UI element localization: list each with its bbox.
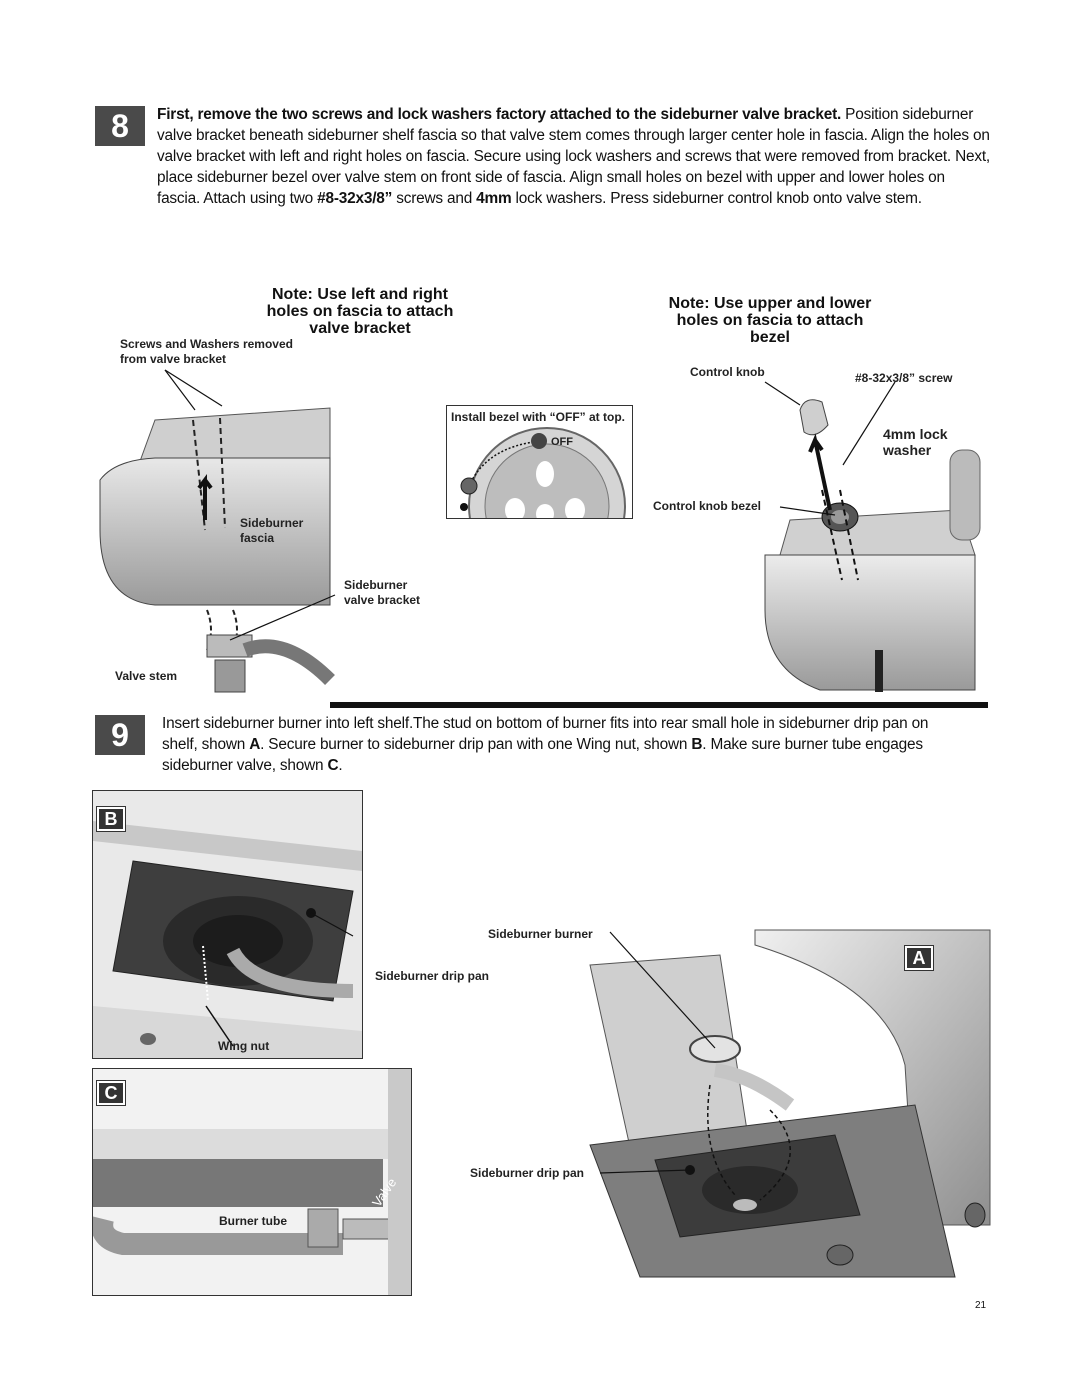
label-screws-washers: Screws and Washers removed from valve br… (120, 337, 293, 366)
step-9-text-3: . Make sure burner tube engages sideburn… (162, 736, 923, 774)
label-sideburner-drip-pan-1: Sideburner drip pan (375, 969, 490, 983)
drip-pan-closeup (93, 791, 362, 1058)
screw-spec: #8-32x3/8” (317, 190, 393, 207)
label-off: OFF (551, 436, 573, 448)
step-8-number: 8 (95, 106, 145, 146)
bezel-inset: Install bezel with “OFF” at top. OFF (446, 405, 633, 519)
label-lock-washer: 4mm lock washer (883, 426, 948, 458)
burner-tube-closeup (93, 1069, 411, 1295)
bezel-graphic (460, 427, 626, 518)
label-wing-nut: Wing nut (218, 1039, 270, 1053)
label-valve-stem: Valve stem (115, 669, 178, 683)
label-sideburner-burner: Sideburner burner (488, 927, 593, 941)
ref-b: B (691, 736, 703, 753)
badge-b: B (96, 806, 126, 832)
step-9-text-4: . (338, 757, 343, 774)
step-9-text-2: . Secure burner to sideburner drip pan w… (260, 736, 692, 753)
right-leader-lines (764, 381, 896, 516)
page-number: 21 (975, 1300, 987, 1311)
section-divider (330, 702, 988, 708)
step-9-instructions: Insert sideburner burner into left shelf… (162, 713, 952, 776)
bezel-knob-illustration (764, 399, 981, 692)
badge-c: C (96, 1080, 126, 1106)
sideburner-grill-illustration (589, 929, 991, 1278)
ref-c: C (327, 757, 339, 774)
label-control-knob: Control knob (690, 365, 765, 379)
inset-c: C Burner tube Valve (92, 1068, 412, 1296)
note-left: Note: Use left and right holes on fascia… (266, 286, 454, 337)
grill-leader-lines (599, 931, 716, 1175)
step-9-number: 9 (95, 715, 145, 755)
label-control-knob-bezel: Control knob bezel (653, 499, 761, 513)
left-leader-lines (164, 369, 336, 641)
label-sideburner-fascia: Sideburner fascia (240, 516, 304, 545)
inset-b: B Wing nut (92, 790, 363, 1059)
washer-spec: 4mm (476, 190, 512, 207)
valve-bracket-illustration (99, 407, 335, 693)
label-sideburner-valve-bracket: Sideburner valve bracket (344, 578, 421, 607)
label-screw: #8-32x3/8” screw (855, 371, 953, 385)
step-8-text-3: lock washers. Press sideburner control k… (511, 190, 923, 207)
note-right: Note: Use upper and lower holes on fasci… (668, 295, 872, 346)
step-8-bold-text: First, remove the two screws and lock wa… (157, 106, 842, 123)
step-8-text-2: screws and (392, 190, 477, 207)
label-sideburner-drip-pan-2: Sideburner drip pan (470, 1166, 585, 1180)
step-9-text-1: Insert sideburner burner into left shelf… (162, 715, 929, 753)
label-burner-tube: Burner tube (219, 1214, 288, 1228)
badge-a: A (904, 945, 934, 971)
step-8-text: Position sideburner valve bracket beneat… (157, 106, 990, 207)
label-install-bezel: Install bezel with “OFF” at top. (451, 410, 626, 424)
step-8-instructions: First, remove the two screws and lock wa… (157, 104, 992, 209)
ref-a: A (249, 736, 261, 753)
